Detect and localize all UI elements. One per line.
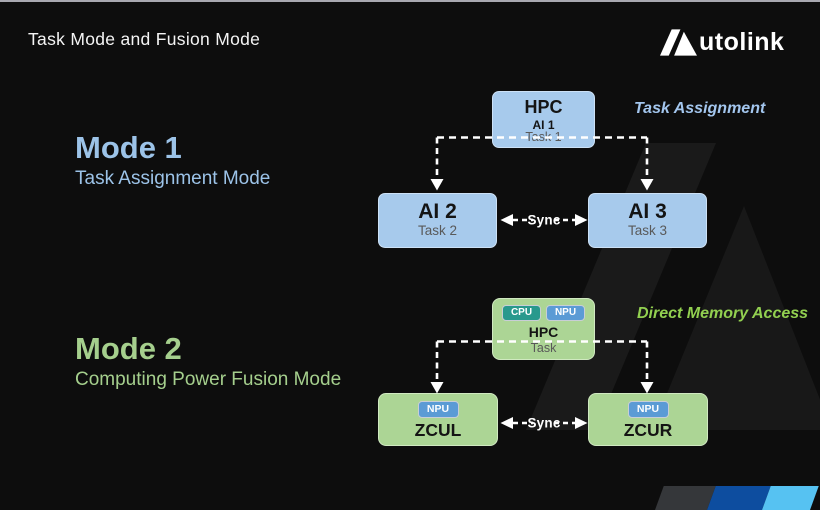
mode1-annotation: Task Assignment xyxy=(634,100,766,117)
cpu-chip-badge: CPU xyxy=(502,305,541,321)
npu-chip-badge: NPU xyxy=(546,305,585,321)
mode2-zcur-title: ZCUR xyxy=(623,420,673,440)
mode1-right-arrowhead-icon xyxy=(640,179,654,191)
mode1-hpc-title: HPC xyxy=(524,97,563,117)
mode2-sync-right-arrowhead-icon xyxy=(575,417,588,429)
mode1-sync-right-arrowhead-icon xyxy=(575,214,588,226)
mode1-ai3-box: AI 3 Task 3 xyxy=(588,193,707,248)
mode2-zcul-title: ZCUL xyxy=(414,420,462,440)
mode2-left-arrowhead-icon xyxy=(430,382,444,394)
mode1-hpc-ai1-label: AI 1 xyxy=(532,117,555,132)
autolink-logo: utolink xyxy=(660,29,784,56)
zcur-npu-chip-badge: NPU xyxy=(627,401,669,418)
mode2-hpc-box: CPU NPU HPC Task xyxy=(492,298,595,360)
mode2-heading: Mode 2 xyxy=(75,331,182,366)
mode1-ai3-task-label: Task 3 xyxy=(627,223,668,239)
top-edge-strip xyxy=(0,0,820,2)
mode1-ai2-title: AI 2 xyxy=(418,200,457,223)
mode2-hpc-chip-row: CPU NPU xyxy=(493,305,594,321)
mode1-sync-left-arrowhead-icon xyxy=(500,214,513,226)
mode2-zcur-box: NPU ZCUR xyxy=(588,393,708,446)
mode1-hpc-task-label: Task 1 xyxy=(521,128,566,145)
mode1-ai2-task-label: Task 2 xyxy=(417,223,458,239)
mode2-subtitle: Computing Power Fusion Mode xyxy=(75,369,342,390)
autolink-logo-a-icon xyxy=(660,29,697,56)
mode1-ai2-box: AI 2 Task 2 xyxy=(378,193,497,248)
mode1-sync-label: Sync xyxy=(527,212,561,228)
mode2-hpc-task-label: Task xyxy=(526,339,561,356)
mode1-ai3-title: AI 3 xyxy=(628,200,667,223)
mode1-heading: Mode 1 xyxy=(75,130,182,165)
mode2-hpc-title: HPC xyxy=(528,324,559,340)
mode2-sync-label: Sync xyxy=(527,415,561,431)
watermark-triangle-shape xyxy=(652,206,820,430)
mode1-subtitle: Task Assignment Mode xyxy=(75,168,271,189)
zcul-npu-chip-badge: NPU xyxy=(417,401,459,418)
mode2-zcul-box: NPU ZCUL xyxy=(378,393,498,446)
mode1-left-arrowhead-icon xyxy=(430,179,444,191)
mode2-right-arrowhead-icon xyxy=(640,382,654,394)
mode2-sync-left-arrowhead-icon xyxy=(500,417,513,429)
slide-title: Task Mode and Fusion Mode xyxy=(28,29,261,49)
autolink-logo-text: utolink xyxy=(699,28,785,56)
mode2-annotation: Direct Memory Access xyxy=(637,305,809,322)
